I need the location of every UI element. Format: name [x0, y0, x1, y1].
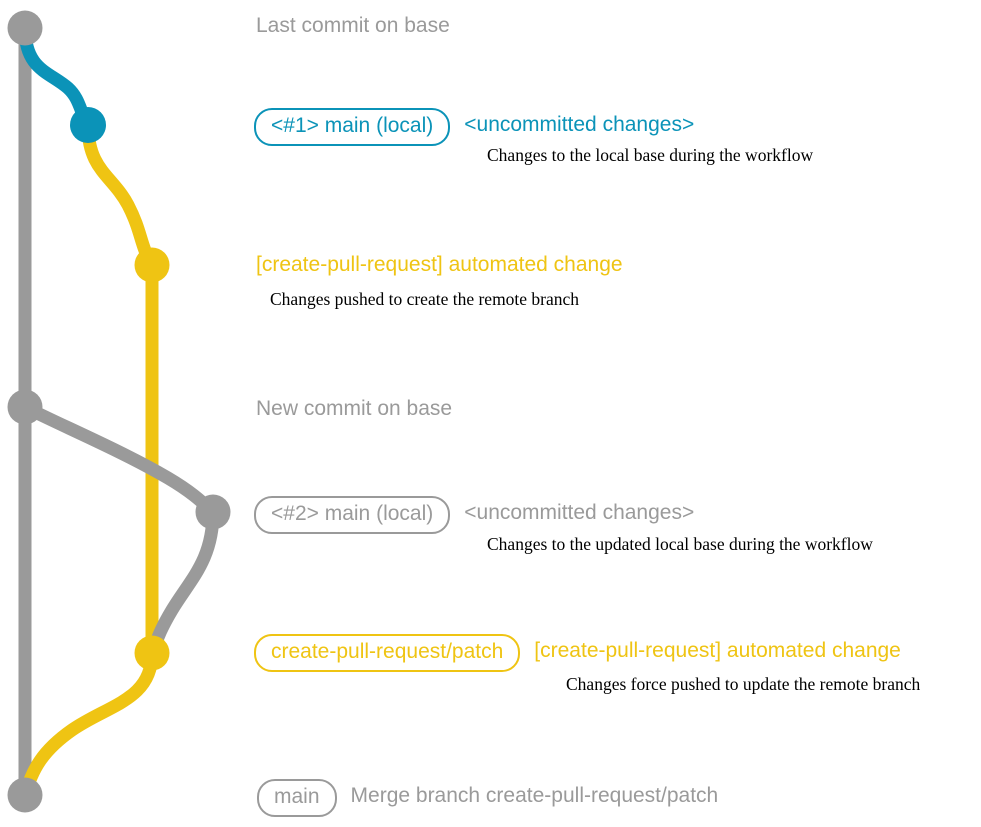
commit-subject: [create-pull-request] automated change: [534, 639, 901, 662]
commit-node-local-1: [70, 107, 106, 143]
commit-node-merge: [7, 777, 43, 813]
commit-entry-base-new: New commit on base: [256, 397, 452, 421]
commit-subject: <uncommitted changes>: [464, 501, 695, 524]
commit-entry-merge: main Merge branch create-pull-request/pa…: [257, 779, 718, 817]
commit-description: Changes to the updated local base during…: [487, 534, 873, 554]
commit-node-cpr-2: [134, 635, 170, 671]
branch-pill-main-local-1[interactable]: <#1> main (local): [254, 108, 451, 146]
commit-node-base-last: [7, 10, 43, 46]
commit-entry-local-2: <#2> main (local) <uncommitted changes>: [254, 496, 694, 534]
commit-entry-local-1: <#1> main (local) <uncommitted changes>: [254, 108, 694, 146]
commit-entry-cpr-2: create-pull-request/patch [create-pull-r…: [254, 634, 901, 672]
commit-entry-base-last: Last commit on base: [256, 14, 450, 38]
commit-subject: <uncommitted changes>: [464, 113, 695, 136]
branch-pill-main-local-2[interactable]: <#2> main (local): [254, 496, 451, 534]
commit-subject: New commit on base: [256, 397, 453, 420]
branch-line-yellow-merge: [18, 646, 159, 802]
commit-description: Changes pushed to create the remote bran…: [270, 289, 580, 309]
commit-description: Changes force pushed to update the remot…: [566, 674, 921, 694]
branch-pill-create-pull-request-patch[interactable]: create-pull-request/patch: [254, 634, 521, 672]
commit-subject: Last commit on base: [256, 14, 450, 37]
branch-line-yellow-cpr1: [81, 118, 159, 272]
commit-node-cpr-1: [134, 247, 170, 283]
commit-subject: Merge branch create-pull-request/patch: [350, 784, 719, 807]
commit-node-base-new: [7, 389, 43, 425]
commit-entry-cpr-1: [create-pull-request] automated change: [256, 253, 623, 277]
commit-subject: [create-pull-request] automated change: [256, 253, 623, 276]
commit-nodes: [7, 10, 231, 813]
branch-line-gray-local2: [18, 400, 220, 519]
branch-pill-main[interactable]: main: [257, 779, 337, 817]
commit-description: Changes to the local base during the wor…: [487, 145, 814, 165]
commit-node-local-2: [195, 494, 231, 530]
